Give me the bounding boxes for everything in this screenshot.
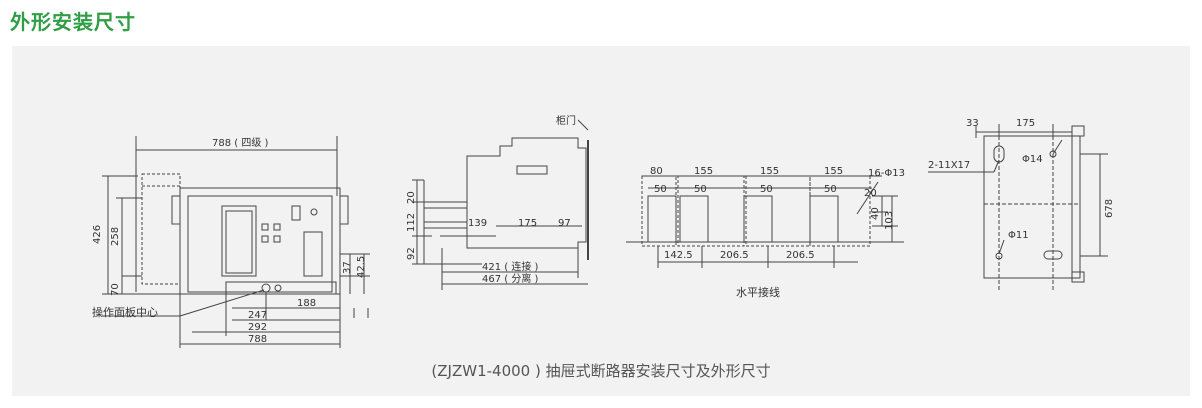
label-panel-center: 操作面板中心 — [92, 305, 158, 319]
dim-front-width-top: 788 ( 四级 ) — [212, 137, 269, 149]
dim-terminal-bottom-1: 206.5 — [720, 250, 749, 261]
dim-front-788: 788 — [248, 334, 267, 345]
dim-side-92: 92 — [406, 247, 417, 260]
dim-front-37: 37 — [342, 261, 353, 274]
dim-front-426: 426 — [92, 225, 103, 244]
label-terminal-holes: 16-Φ13 — [868, 168, 905, 179]
dim-mount-33: 33 — [966, 118, 979, 129]
technical-drawing: 788 ( 四级 ) 426 258 70 37 42.5 188 247 29… — [92, 114, 1115, 348]
dim-terminal-50-1: 50 — [694, 184, 707, 195]
label-mount-slots: 2-11X17 — [928, 160, 970, 171]
dim-front-258: 258 — [110, 227, 121, 246]
front-view — [102, 136, 370, 348]
dim-terminal-20: 20 — [864, 188, 877, 199]
dim-front-247: 247 — [248, 310, 267, 321]
dim-terminal-bottom-2: 206.5 — [786, 250, 815, 261]
dim-side-175: 175 — [518, 218, 537, 229]
dim-terminal-top-2: 155 — [760, 166, 779, 177]
dim-front-42-5: 42.5 — [356, 256, 367, 278]
dim-side-112: 112 — [406, 213, 417, 232]
dim-terminal-50-3: 50 — [824, 184, 837, 195]
dim-side-97: 97 — [558, 218, 571, 229]
dim-front-70: 70 — [110, 283, 121, 296]
dim-front-292: 292 — [248, 322, 267, 333]
dim-mount-678: 678 — [1104, 199, 1115, 218]
dim-mount-175: 175 — [1016, 118, 1035, 129]
mount-view — [928, 124, 1108, 290]
dim-terminal-top-0: 80 — [650, 166, 663, 177]
dim-terminal-bottom-0: 142.5 — [664, 250, 693, 261]
dim-side-20: 20 — [406, 191, 417, 204]
dim-front-188: 188 — [297, 298, 316, 309]
dim-terminal-40: 40 — [870, 207, 881, 220]
label-cabinet-door: 柜门 — [556, 114, 576, 127]
dim-terminal-top-1: 155 — [694, 166, 713, 177]
figure-caption: (ZJZW1-4000 ) 抽屉式断路器安装尺寸及外形尺寸 — [431, 362, 771, 380]
dim-terminal-50-2: 50 — [760, 184, 773, 195]
dim-terminal-103: 103 — [884, 211, 895, 230]
dim-terminal-top-3: 155 — [824, 166, 843, 177]
side-view — [412, 119, 589, 290]
dim-side-421: 421 ( 连接 ) — [482, 260, 539, 273]
drawing-panel — [12, 46, 1190, 396]
terminal-view — [626, 175, 904, 268]
page-title: 外形安装尺寸 — [10, 10, 136, 34]
label-mount-phi11: Φ11 — [1008, 230, 1029, 241]
terminal-caption: 水平接线 — [736, 285, 780, 299]
dim-terminal-50-0: 50 — [654, 184, 667, 195]
dim-side-139: 139 — [468, 218, 487, 229]
dim-side-467: 467 ( 分离 ) — [482, 272, 539, 285]
label-mount-phi14: Φ14 — [1022, 154, 1043, 165]
